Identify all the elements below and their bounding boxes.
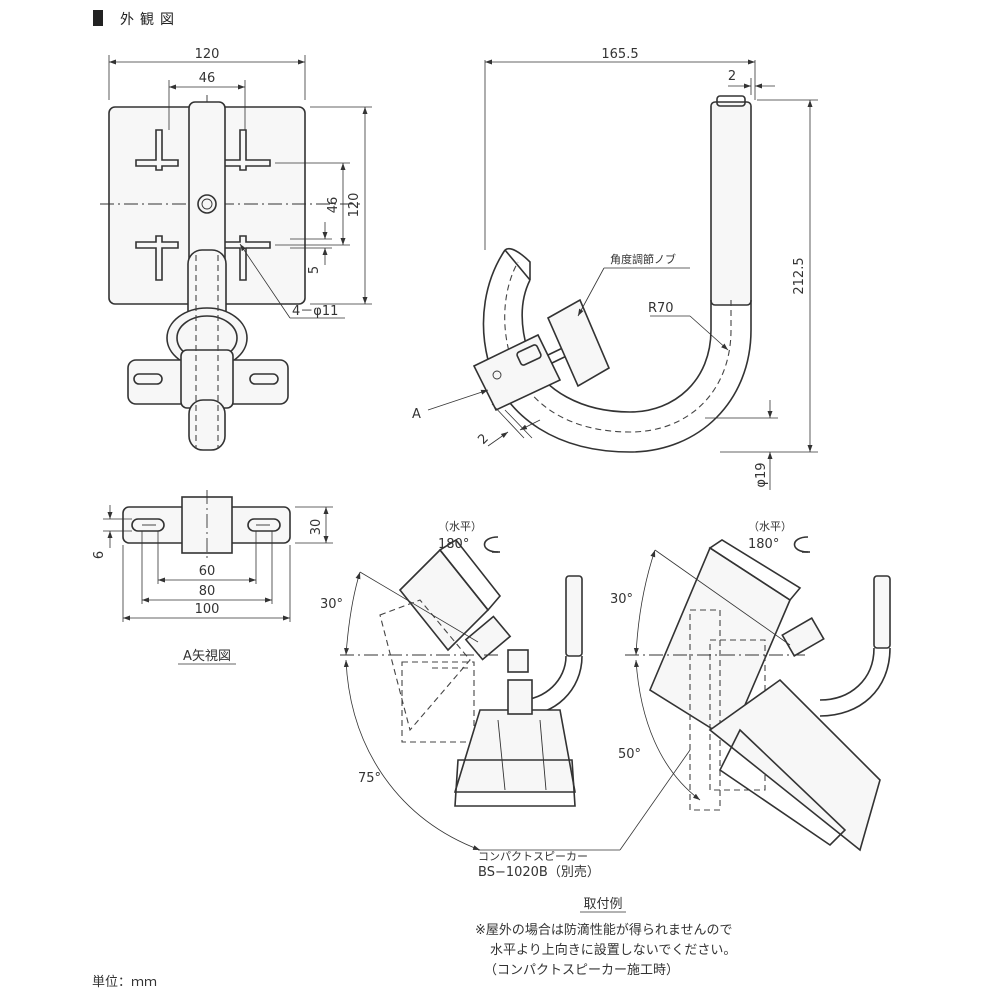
horizontal-label-left: （水平） <box>438 520 482 533</box>
speaker-lower-left <box>453 709 576 793</box>
a-dim-100: 100 <box>195 602 220 617</box>
horizontal-label-right: （水平） <box>748 520 792 533</box>
angle-30-left: 30° <box>320 597 343 612</box>
dim-width: 120 <box>195 47 220 62</box>
speaker-name-1: コンパクトスピーカー <box>478 850 588 863</box>
speaker-callout: コンパクトスピーカー BS−1020B（別売） <box>478 749 691 880</box>
note-line-2: 水平より上向きに設置しないでください。 <box>490 942 736 958</box>
a-dim-60: 60 <box>199 564 216 579</box>
dim-offset: 2 <box>728 69 736 84</box>
example-right: （水平） 180° 30° 50° <box>610 520 891 852</box>
title-text: 外観図 <box>120 11 180 28</box>
dim-height: 120 <box>347 193 362 218</box>
a-view-caption: A矢視図 <box>183 649 231 664</box>
center-bolt <box>197 194 217 214</box>
note-line-1: ※屋外の場合は防滴性能が得られませんので <box>475 922 733 938</box>
radius-label: R70 <box>648 301 674 316</box>
pivot-block <box>472 333 562 412</box>
a-dim-80: 80 <box>199 584 216 599</box>
knob-label: 角度調節ノブ <box>610 252 676 266</box>
example-left: （水平） 180° 30° 75° <box>320 520 583 851</box>
dim-small: 5 <box>307 266 322 274</box>
adjust-knob <box>546 298 611 388</box>
front-view: 120 46 120 46 5 4－φ11 <box>100 47 372 451</box>
dim-height-side: 212.5 <box>792 257 807 294</box>
hole-callout: 4－φ11 <box>292 304 338 319</box>
dim-depth: 165.5 <box>601 47 638 62</box>
side-view: 165.5 2 212.5 φ19 角度調節ノブ R70 A 2 <box>412 47 818 490</box>
a-dim-slot: 6 <box>92 551 107 559</box>
rotation-label-right: 180° <box>748 537 779 552</box>
section-title: 外観図 <box>93 10 180 28</box>
dim-inner: 46 <box>199 71 216 86</box>
arrow-label: A <box>412 407 421 422</box>
unit-label: 単位：ｍｍ <box>92 974 157 990</box>
a-view: 30 6 60 80 100 A矢視図 <box>92 490 333 665</box>
dim-diameter: φ19 <box>754 462 769 487</box>
angle-50: 50° <box>618 747 641 762</box>
angle-75: 75° <box>358 771 381 786</box>
note-line-3: （コンパクトスピーカー施工時） <box>484 963 679 978</box>
dim-height-inner: 46 <box>326 197 341 214</box>
example-caption: 取付例 <box>583 897 622 912</box>
speaker-lower-right <box>708 678 881 852</box>
angle-30-right: 30° <box>610 592 633 607</box>
vertical-tube <box>710 101 752 306</box>
speaker-name-2: BS−1020B（別売） <box>478 864 600 880</box>
a-dim-height: 30 <box>309 519 324 536</box>
